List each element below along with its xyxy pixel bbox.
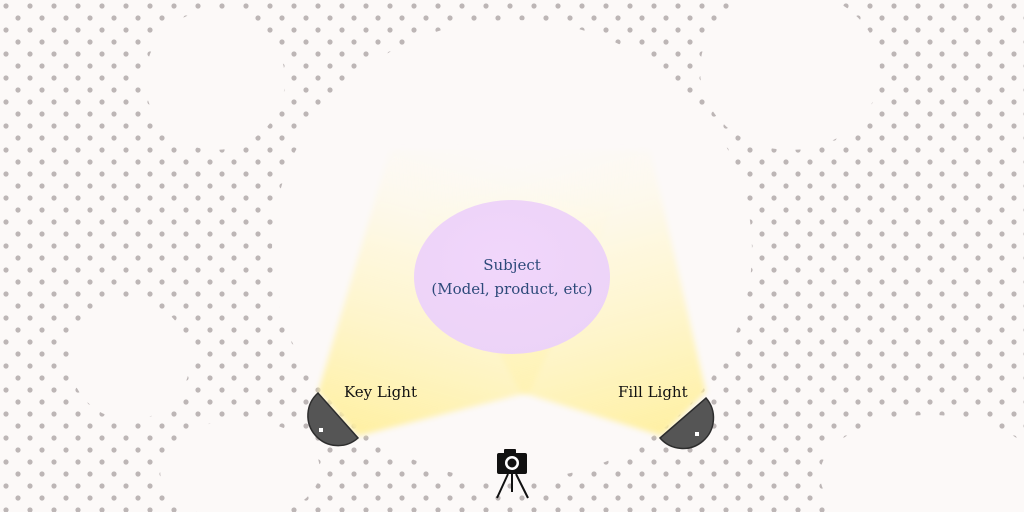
tripod-leg-left [496,473,509,499]
fill-light: Fill Light [618,383,715,450]
subject: Subject (Model, product, etc) [414,200,610,354]
subject-title: Subject [483,256,541,274]
fill-light-label: Fill Light [618,383,688,401]
subject-subtitle: (Model, product, etc) [431,280,592,298]
camera-top [504,449,516,455]
fill-light-indicator [695,432,699,436]
camera-on-tripod-icon [496,449,529,499]
fill-light-icon [658,396,715,450]
subject-ellipse [414,200,610,354]
tripod-leg-right [515,473,529,499]
key-light: Key Light [307,383,417,447]
key-light-label: Key Light [344,383,417,401]
key-light-indicator [319,428,323,432]
camera-lens-inner [507,458,517,468]
key-light-icon [307,391,360,447]
